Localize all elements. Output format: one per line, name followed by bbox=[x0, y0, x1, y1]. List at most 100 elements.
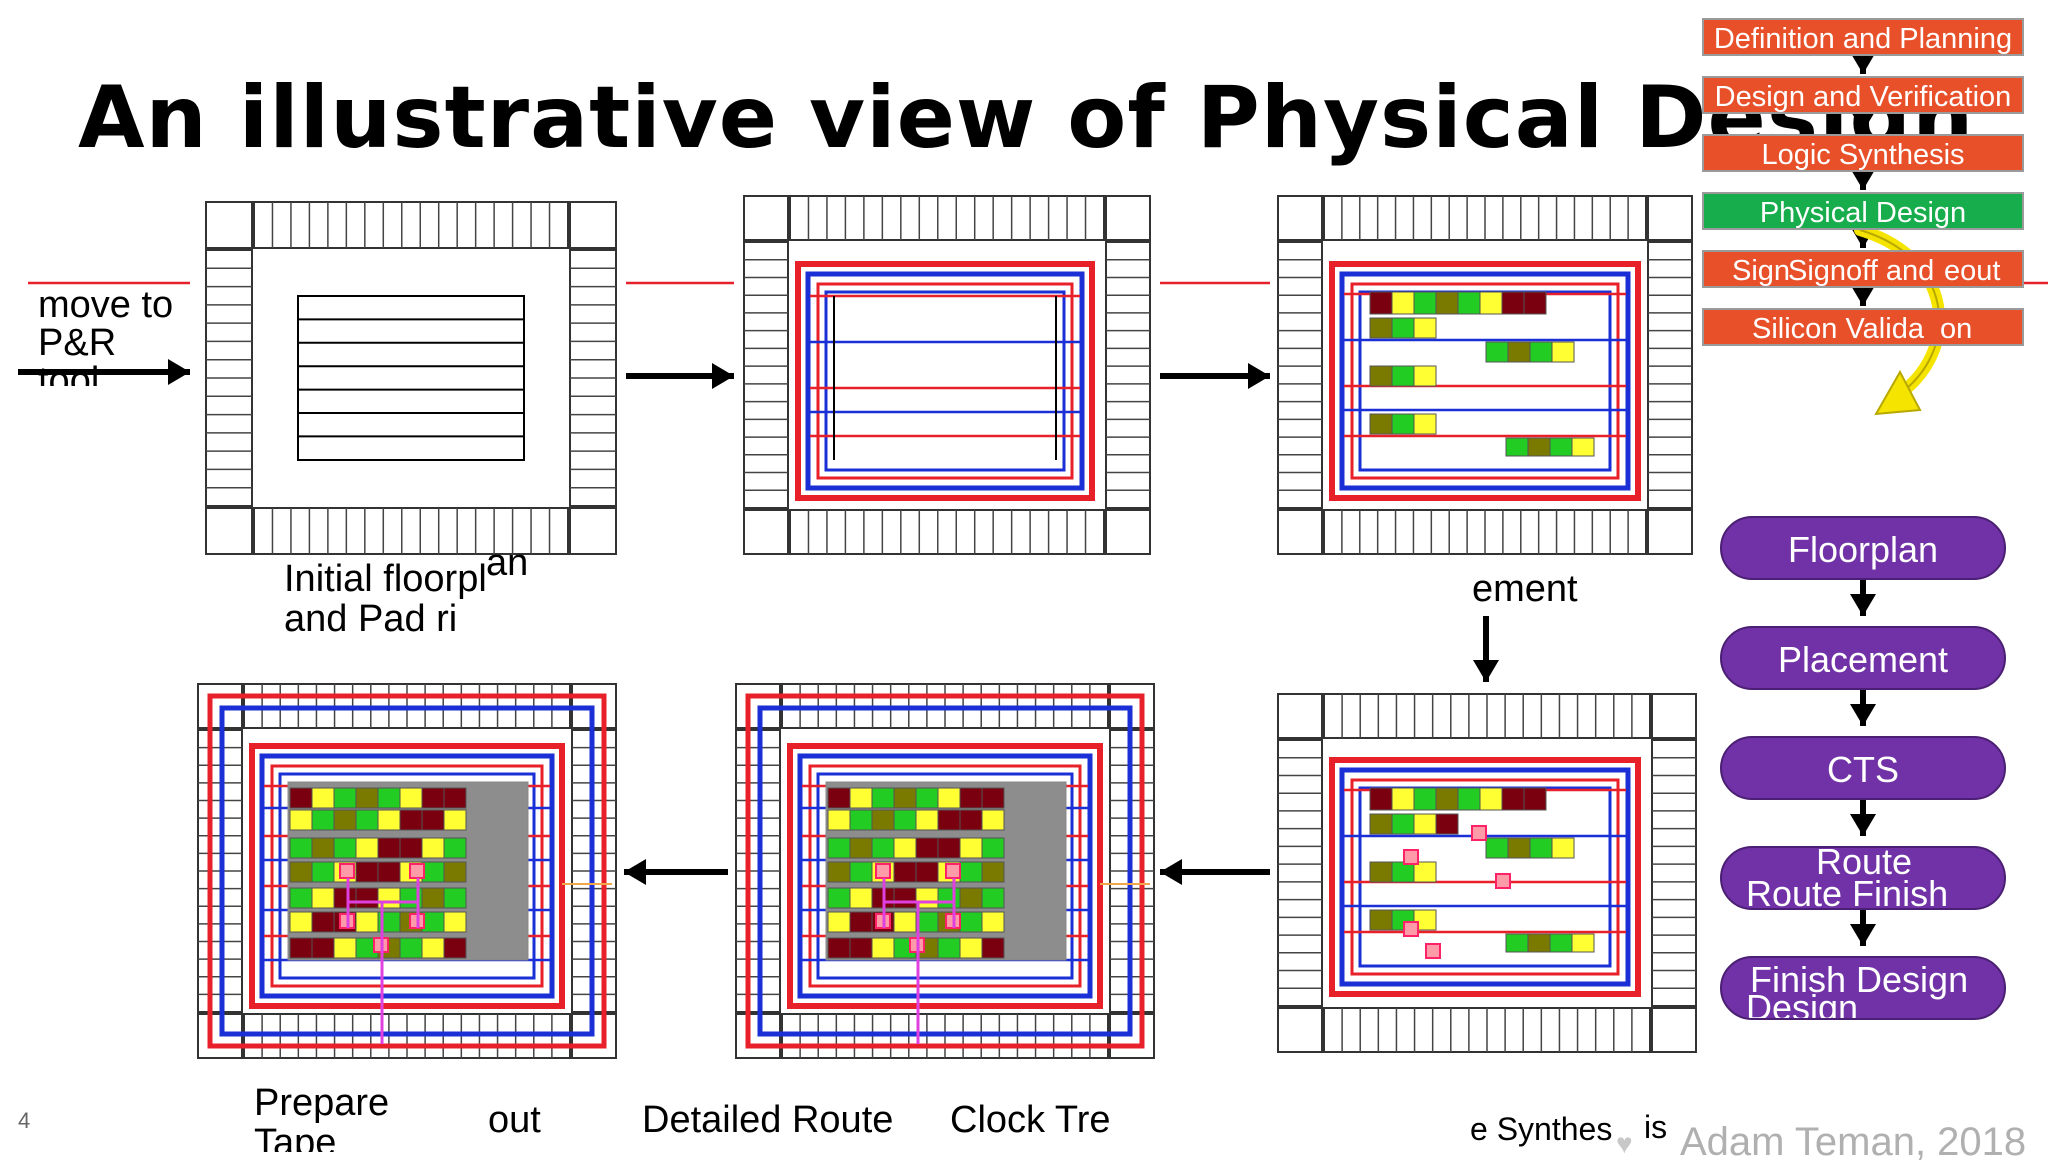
frame6-row-std-cell bbox=[421, 887, 445, 909]
arrow-placement-cts-head bbox=[1473, 660, 1499, 682]
caption-initial-floorplan-an: an bbox=[486, 542, 529, 584]
frame6-row-std-cell bbox=[355, 787, 379, 809]
frame6-clock-buffer bbox=[339, 863, 355, 879]
slide-title: An illustrative view of Physical Design bbox=[78, 68, 1975, 168]
frame3-row1-std-cell bbox=[1457, 291, 1481, 315]
frame6-row-std-cell bbox=[311, 809, 335, 831]
frame6-row-std-cell bbox=[443, 887, 467, 909]
caption-placement: ement bbox=[1472, 568, 1578, 610]
frame6-row-std-cell bbox=[443, 809, 467, 831]
frame4-row5-std-cell bbox=[1413, 909, 1437, 931]
caption-pad-ring: and Pad ri bbox=[284, 598, 458, 640]
frame6-row-std-cell bbox=[421, 861, 445, 883]
step-connector-head bbox=[1850, 594, 1876, 616]
frame2-corner-pad bbox=[743, 509, 789, 555]
frame6-row-std-cell bbox=[399, 787, 423, 809]
frame5-row-std-cell bbox=[915, 837, 939, 859]
frame6-row-std-cell bbox=[289, 809, 313, 831]
frame6-outer-route-red bbox=[207, 693, 607, 1049]
frame3-row6-std-cell bbox=[1549, 437, 1573, 457]
flow-design-verification: Design and Verification bbox=[1702, 76, 2024, 114]
frame5-row-std-cell bbox=[915, 787, 939, 809]
frame5-row-std-cell bbox=[849, 887, 873, 909]
frame4-row4-std-cell bbox=[1369, 861, 1393, 883]
flow-definition-planning: Definition and Planning bbox=[1702, 18, 2024, 56]
frame5-row-std-cell bbox=[981, 911, 1005, 933]
frame6-row-std-cell bbox=[443, 837, 467, 859]
frame5-row-std-cell bbox=[981, 809, 1005, 831]
frame4-clock-buffer bbox=[1403, 849, 1419, 865]
frame6-row-std-cell bbox=[333, 837, 357, 859]
flow-connector-head bbox=[1850, 284, 1876, 306]
frame3-row6-std-cell bbox=[1505, 437, 1529, 457]
frame3-row2-std-cell bbox=[1391, 317, 1415, 339]
caption-move-to: move to bbox=[38, 284, 174, 326]
frame3-corner-pad bbox=[1647, 509, 1693, 555]
frame5-row-std-cell bbox=[827, 887, 851, 909]
frame5-row-std-cell bbox=[937, 787, 961, 809]
frame6-clock-buffer bbox=[409, 863, 425, 879]
frame4-row1-std-cell bbox=[1413, 787, 1437, 811]
frame5-row-std-cell bbox=[959, 911, 983, 933]
frame5-row-std-cell bbox=[849, 787, 873, 809]
frame4-clock-buffer bbox=[1495, 873, 1511, 889]
frame3-corner-pad bbox=[1277, 509, 1323, 555]
frame2-outer-red-ring bbox=[795, 261, 1095, 501]
frame1-core bbox=[297, 295, 525, 461]
frame6-row-std-cell bbox=[399, 809, 423, 831]
frame5-row-std-cell bbox=[959, 937, 983, 959]
frame6-row-std-cell bbox=[289, 911, 313, 933]
arrow-route-tapeout-head bbox=[624, 859, 646, 885]
frame5-row-std-cell bbox=[959, 837, 983, 859]
frame4-row6-std-cell bbox=[1527, 933, 1551, 953]
caption-out: out bbox=[488, 1099, 541, 1141]
frame6-row-std-cell bbox=[289, 937, 313, 959]
step-connector-head bbox=[1850, 924, 1876, 946]
frame3-row3-std-cell bbox=[1485, 341, 1509, 363]
frame5-row-std-cell bbox=[871, 837, 895, 859]
frame5-row-std-cell bbox=[849, 809, 873, 831]
flow-signoff-overlay: Signoff and bbox=[1788, 255, 1935, 287]
frame6-row-std-cell bbox=[311, 787, 335, 809]
step-connector-head bbox=[1850, 704, 1876, 726]
frame5-row-std-cell bbox=[959, 861, 983, 883]
frame5-row-std-cell bbox=[937, 809, 961, 831]
frame3-row2-std-cell bbox=[1413, 317, 1437, 339]
frame1-corner-pad bbox=[569, 507, 617, 555]
slide-number: 4 bbox=[18, 1108, 31, 1133]
caption-initial-floorplan: Initial floorpl bbox=[284, 558, 487, 600]
frame4-row3-std-cell bbox=[1485, 837, 1509, 859]
frame3-outer-blue-ring bbox=[1339, 271, 1631, 491]
frame4-row2-std-cell bbox=[1413, 813, 1437, 835]
frame6-row-std-cell bbox=[443, 911, 467, 933]
frame1-pad-strip-top bbox=[253, 201, 569, 249]
frame5-row-std-cell bbox=[871, 937, 895, 959]
frame5-row-std-cell bbox=[937, 937, 961, 959]
frame6-row-std-cell bbox=[377, 861, 401, 883]
step-finish-label: Finish Design bbox=[1750, 959, 1969, 1000]
frame4-row1-std-cell bbox=[1523, 787, 1547, 811]
frame4-row6-std-cell bbox=[1571, 933, 1595, 953]
frame4-row5-std-cell bbox=[1369, 909, 1393, 931]
arrow-cts-route-head bbox=[1160, 859, 1182, 885]
frame5-row-std-cell bbox=[849, 837, 873, 859]
frame3-row5-std-cell bbox=[1413, 413, 1437, 435]
frame6-row-std-cell bbox=[355, 809, 379, 831]
frame5-row-std-cell bbox=[893, 809, 917, 831]
frame3-row1-std-cell bbox=[1369, 291, 1393, 315]
frame6-inner-red-ring bbox=[270, 764, 544, 988]
footer-partial-text-2: is bbox=[1644, 1109, 1668, 1145]
flow-silicon-tail: on bbox=[1940, 313, 1973, 345]
frame4-clock-buffer bbox=[1425, 943, 1441, 959]
flow-signoff: Sign Signoff and eout bbox=[1702, 250, 2024, 288]
frame5-row-std-cell bbox=[959, 809, 983, 831]
frame2-pad-strip-top bbox=[789, 195, 1105, 241]
frame5-row-std-cell bbox=[915, 861, 939, 883]
frame3-row1-std-cell bbox=[1435, 291, 1459, 315]
flow-physical-design: Physical Design bbox=[1702, 192, 2024, 230]
step-route: Route Route Finish bbox=[1720, 846, 2006, 910]
step-route-overlay: Route Finish bbox=[1746, 873, 1949, 910]
frame6-row-std-cell bbox=[421, 937, 445, 959]
frame4-row4-std-cell bbox=[1413, 861, 1437, 883]
